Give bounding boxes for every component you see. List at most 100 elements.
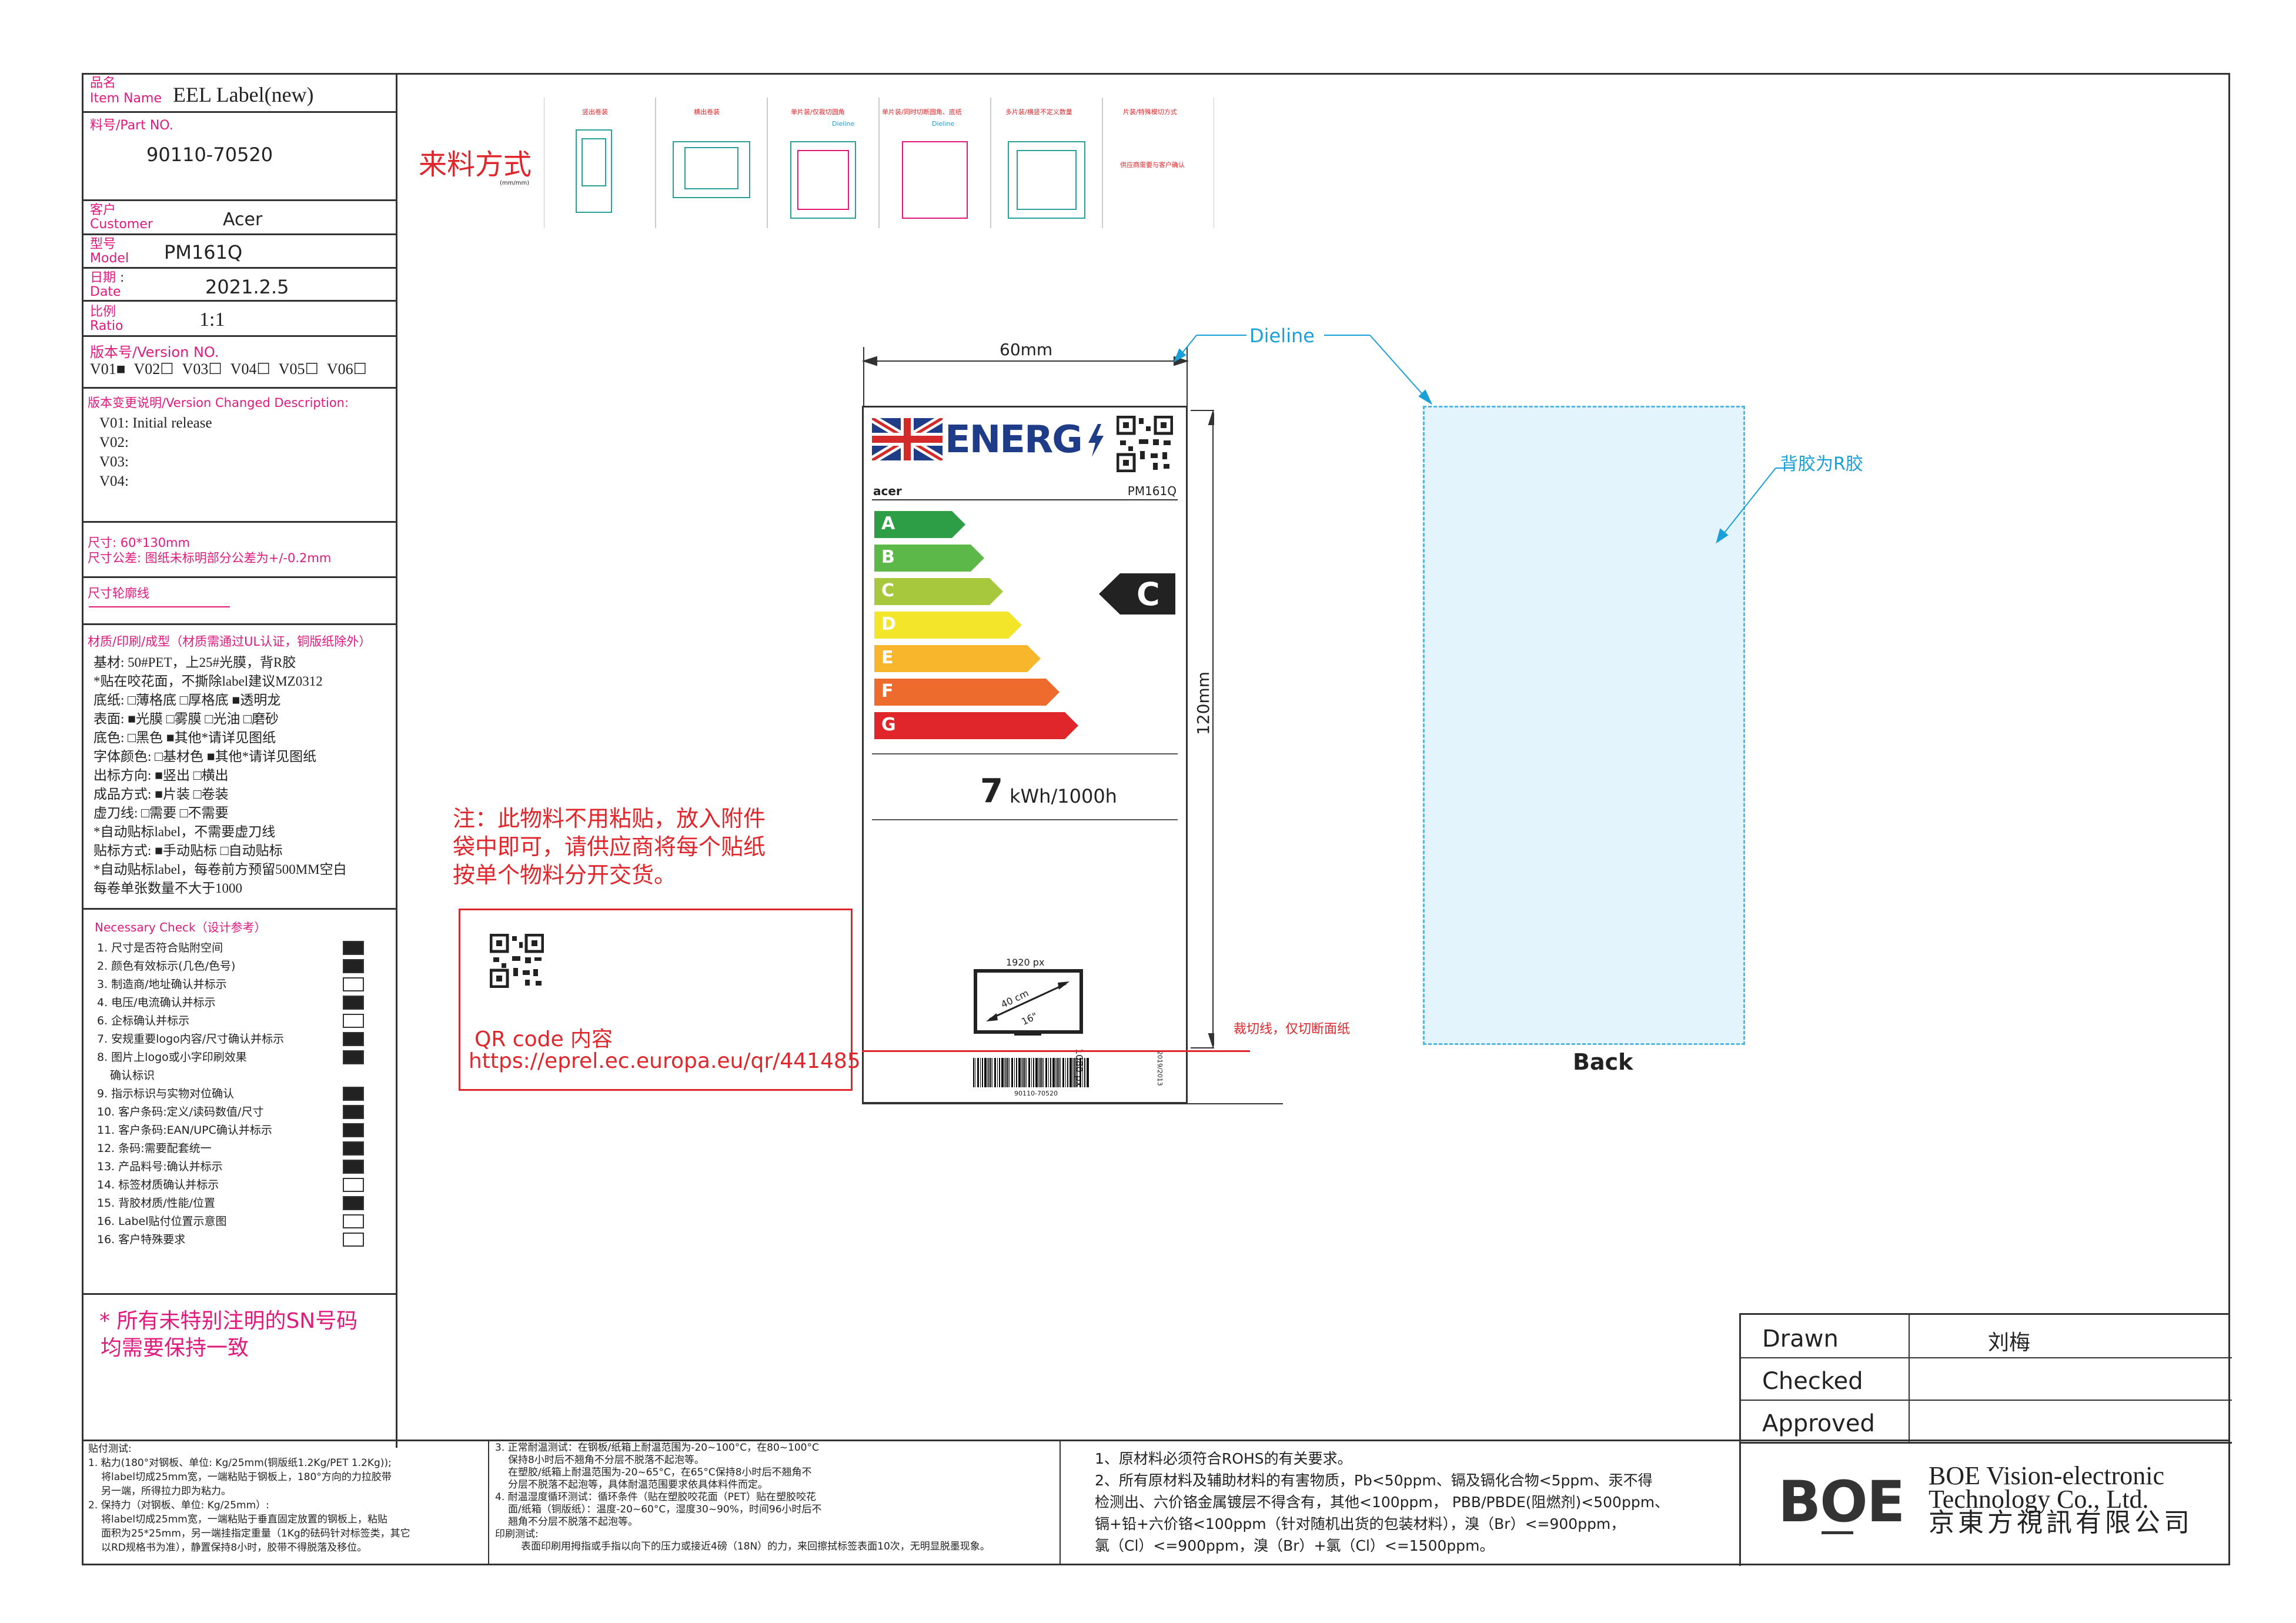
barcode-stripe: [1077, 1058, 1078, 1087]
necessary-checkbox[interactable]: [343, 977, 364, 991]
feed-option-5: 多片装/横竖不定义数量: [1005, 108, 1072, 116]
energy-value: 7: [980, 772, 1003, 810]
barcode-stripe: [1082, 1058, 1083, 1087]
barcode-stripe: [1072, 1058, 1073, 1087]
necessary-checkbox[interactable]: [343, 1105, 364, 1119]
version-v02[interactable]: V02☐: [133, 360, 174, 378]
outline-label: 尺寸轮廓线: [88, 586, 149, 600]
necessary-checkbox[interactable]: [343, 941, 364, 955]
barcode-stripe: [1001, 1058, 1004, 1087]
footer-sep-1: [488, 1440, 489, 1565]
necessary-item: 8. 图片上logo或小字印刷效果: [97, 1048, 391, 1066]
necessary-item-text: 16. 客户特殊要求: [97, 1233, 186, 1246]
necessary-item-text: 9. 指示标识与实物对位确认: [97, 1087, 235, 1100]
dimension-lines: [861, 347, 1214, 1049]
necessary-checkbox[interactable]: [343, 1032, 364, 1046]
necessary-item-text: 8. 图片上logo或小字印刷效果: [97, 1051, 247, 1064]
barcode-stripe: [1038, 1058, 1039, 1087]
date-cn: 日期: [90, 270, 116, 285]
cut-line-label: 裁切线，仅切断面纸: [1234, 1022, 1351, 1037]
version-desc-block: 版本变更说明/Version Changed Description: V01:…: [82, 389, 397, 523]
version-v06[interactable]: V06☐: [326, 360, 367, 378]
regulation-number: 2019/2013: [1156, 1051, 1164, 1086]
back-adhesive-label: 背胶为R胶: [1780, 454, 1863, 475]
lightning-icon: [1088, 424, 1104, 457]
barcode-stripe: [1022, 1058, 1024, 1087]
item-name-cn: 品名: [90, 76, 116, 91]
customer-en: Customer: [90, 217, 153, 232]
version-v01[interactable]: V01■: [90, 360, 126, 378]
version-list: V01■ V02☐ V03☐ V04☐ V05☐ V06☐: [90, 360, 367, 378]
barcode-stripe: [980, 1058, 981, 1087]
tolerance-text: 尺寸公差: 图纸未标明部分公差为+/-0.2mm: [88, 551, 332, 565]
item-name-value: EEL Label(new): [173, 83, 314, 106]
barcode-stripe: [1080, 1058, 1081, 1087]
barcode-stripe: [1026, 1058, 1027, 1087]
version-v03[interactable]: V03☐: [182, 360, 222, 378]
version-v04[interactable]: V04☐: [230, 360, 270, 378]
qr-title: QR code 内容: [474, 1027, 613, 1051]
date-en: Date: [90, 285, 121, 299]
energy-class-letter: E: [881, 647, 894, 668]
approved-label: Approved: [1762, 1410, 1875, 1437]
rohs-requirements: 1、原材料必须符合ROHS的有关要求。 2、所有原材料及辅助材料的有害物质，Pb…: [1095, 1450, 1670, 1554]
barcode-stripe: [994, 1058, 996, 1087]
version-desc-v01: V01: Initial release: [99, 415, 212, 431]
outline-block: 尺寸轮廓线: [82, 578, 397, 625]
necessary-checkbox[interactable]: [343, 1014, 364, 1028]
necessary-checkbox[interactable]: [343, 1214, 364, 1228]
barcode-stripe: [1050, 1058, 1051, 1087]
feed-dieline-1: Dieline: [832, 120, 855, 128]
checked-label: Checked: [1762, 1368, 1863, 1395]
necessary-checkbox[interactable]: [343, 959, 364, 973]
necessary-item-text: 16. Label贴付位置示意图: [97, 1215, 227, 1228]
footer-rule: [82, 1440, 2230, 1441]
barcode-stripe: [1055, 1058, 1056, 1087]
necessary-item-text: 4. 电压/电流确认并标示: [97, 996, 216, 1009]
back-adhesive-area: [1423, 406, 1745, 1045]
energy-word: ENERG: [945, 418, 1083, 462]
label-header-rule: [872, 499, 1178, 500]
necessary-item-text: 11. 客户条码:EAN/UPC确认并标示: [97, 1124, 272, 1137]
necessary-item-text: 10. 客户条码:定义/读码数值/尺寸: [97, 1106, 264, 1118]
date-row: 日期 : Date 2021.2.5: [82, 269, 397, 302]
barcode-stripe: [1058, 1058, 1060, 1087]
energy-class-bar: E: [874, 645, 1041, 672]
barcode-stripe: [1035, 1058, 1038, 1087]
necessary-item: 13. 产品料号:确认并标示: [97, 1158, 391, 1175]
necessary-checkbox[interactable]: [343, 996, 364, 1010]
necessary-checkbox[interactable]: [343, 1160, 364, 1174]
necessary-checkbox[interactable]: [343, 1141, 364, 1156]
necessary-item-text: 7. 安规重要logo内容/尺寸确认并标示: [97, 1033, 285, 1046]
barcode-stripe: [1014, 1058, 1015, 1087]
barcode-stripe: [997, 1058, 998, 1087]
version-desc-v04: V04:: [99, 473, 129, 489]
version-desc-v03: V03:: [99, 454, 129, 470]
necessary-checkbox[interactable]: [343, 1233, 364, 1247]
version-v05[interactable]: V05☐: [278, 360, 319, 378]
necessary-checkbox[interactable]: [343, 1087, 364, 1101]
necessary-checkbox[interactable]: [343, 1178, 364, 1192]
barcode-stripe: [1033, 1058, 1034, 1087]
material-title: 材质/印刷/成型（材质需通过UL认证，铜版纸除外）: [88, 634, 372, 649]
energy-class-bar: F: [874, 679, 1060, 706]
feed-option-6: 片装/特殊模切方式: [1123, 108, 1177, 116]
barcode-stripe: [1005, 1058, 1007, 1087]
barcode-stripe: [1011, 1058, 1013, 1087]
label-bottom-extension: [862, 1103, 1283, 1104]
necessary-checkbox[interactable]: [343, 1050, 364, 1064]
barcode-stripe: [1065, 1058, 1066, 1087]
barcode-stripe: [990, 1058, 991, 1087]
feed-methods-diagram: [544, 98, 1214, 228]
necessary-checkbox[interactable]: [343, 1196, 364, 1210]
energy-class-bar: D: [874, 612, 1022, 639]
necessary-checkbox[interactable]: [343, 1123, 364, 1137]
back-label: Back: [1573, 1049, 1633, 1075]
material-lines: 基材: 50#PET，上25#光膜，背R胶 *贴在咬花面，不撕除label建议M…: [93, 655, 347, 896]
ratio-value: 1:1: [199, 309, 225, 330]
necessary-item: 1. 尺寸是否符合贴附空间: [97, 939, 391, 957]
qr-url[interactable]: https://eprel.ec.europa.eu/qr/441485: [469, 1049, 861, 1073]
ratio-cn: 比例: [90, 305, 116, 319]
